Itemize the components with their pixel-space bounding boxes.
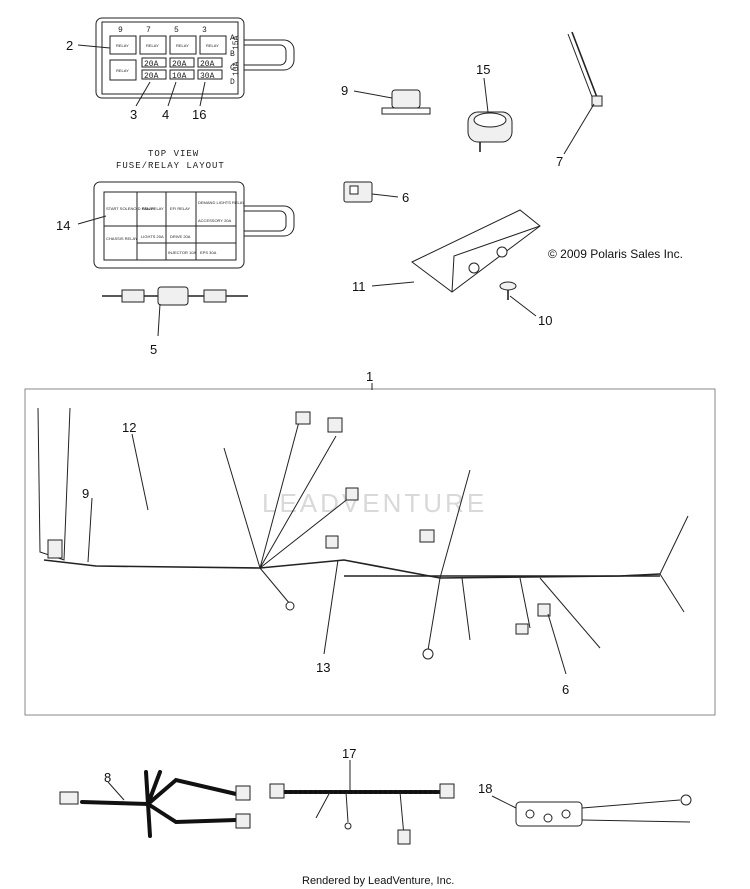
relay-label: RELAY (146, 43, 159, 48)
layout-cell-accessory: ACCESSORY 20A (198, 218, 232, 223)
callout-6-top: 6 (402, 190, 409, 205)
relay-label: RELAY (206, 43, 219, 48)
callout-6-harness: 6 (562, 682, 569, 697)
layout-cell-lights: LIGHTS 20A (141, 234, 164, 239)
screw-10[interactable] (499, 281, 517, 300)
callout-4: 4 (162, 107, 169, 122)
fuse-box-number-3: 3 (202, 26, 207, 35)
relay-label: RELAY (176, 43, 189, 48)
callout-7: 7 (556, 154, 563, 169)
circuit-breaker[interactable] (381, 89, 431, 115)
layout-cell-fan-relay: FAN RELAY (142, 206, 164, 211)
callout-15: 15 (476, 62, 490, 77)
sub-harness-17[interactable] (269, 783, 455, 845)
callout-16: 16 (192, 107, 206, 122)
layout-cell-injector: INJECTOR 10A (168, 250, 196, 255)
sub-harness-8[interactable] (59, 770, 251, 838)
callout-8: 8 (104, 770, 111, 785)
layout-cell-efi-relay: EFI RELAY (170, 206, 190, 211)
layout-title-line1: TOP VIEW (148, 149, 199, 159)
side-fuse-15a: 15A (232, 35, 241, 50)
fuse-relay-layout-box[interactable]: START SOLENOID RELAY FAN RELAY EFI RELAY… (93, 181, 295, 269)
callout-18: 18 (478, 781, 492, 796)
callout-13: 13 (316, 660, 330, 675)
watermark: LEADVENTURE (262, 488, 487, 518)
layout-cell-eps: EPS 30A (200, 250, 217, 255)
row-letter-d: D (230, 78, 235, 87)
fuse-rating: 20A (144, 72, 159, 81)
callout-12: 12 (122, 420, 136, 435)
fuse-box-top[interactable]: 9 7 5 3 RELAY RELAY RELAY RELAY RELAY 20… (95, 17, 295, 99)
fuse-rating: 30A (200, 72, 215, 81)
layout-cell-start-solenoid: START SOLENOID RELAY (106, 206, 155, 211)
connector-6-top[interactable] (343, 181, 373, 203)
callout-2: 2 (66, 38, 73, 53)
connector-15[interactable] (467, 111, 513, 152)
copyright-notice: © 2009 Polaris Sales Inc. (548, 247, 683, 261)
inline-fuse-holder[interactable] (102, 286, 248, 306)
cable-tie[interactable] (567, 31, 603, 107)
callout-9-harness: 9 (82, 486, 89, 501)
fuse-rating: 20A (172, 60, 187, 69)
main-wiring-harness[interactable] (37, 407, 689, 660)
fuse-rating: 20A (200, 60, 215, 69)
callout-5: 5 (150, 342, 157, 357)
callout-14: 14 (56, 218, 70, 233)
layout-cell-chassis-relay: CHASSIS RELAY (106, 236, 138, 241)
relay-label: RELAY (116, 68, 129, 73)
callout-11: 11 (352, 279, 366, 294)
row-letter-c: C (230, 64, 235, 73)
fuse-box-number-9: 9 (118, 26, 123, 35)
layout-title-line2: FUSE/RELAY LAYOUT (116, 161, 225, 171)
row-letter-b: B (230, 50, 235, 59)
row-letter-a: A (230, 34, 235, 43)
callout-3: 3 (130, 107, 137, 122)
layout-cell-demand-lights: DEMAND LIGHTS RELAY (198, 200, 245, 205)
fuse-rating: 10A (172, 72, 187, 81)
ground-strap-18[interactable] (515, 794, 692, 827)
callout-17: 17 (342, 746, 356, 761)
callout-9-top: 9 (341, 83, 348, 98)
side-fuse-10a: 10A (232, 61, 241, 76)
fuse-rating: 20A (144, 60, 159, 69)
main-harness-frame (24, 388, 716, 716)
layout-cell-drive: DRIVE 20A (170, 234, 191, 239)
relay-label: RELAY (116, 43, 129, 48)
footer-credit: Rendered by LeadVenture, Inc. (302, 875, 454, 887)
callout-1: 1 (366, 369, 373, 384)
mounting-bracket[interactable] (411, 209, 541, 293)
fuse-box-number-5: 5 (174, 26, 179, 35)
fuse-box-number-7: 7 (146, 26, 151, 35)
callout-10: 10 (538, 313, 552, 328)
